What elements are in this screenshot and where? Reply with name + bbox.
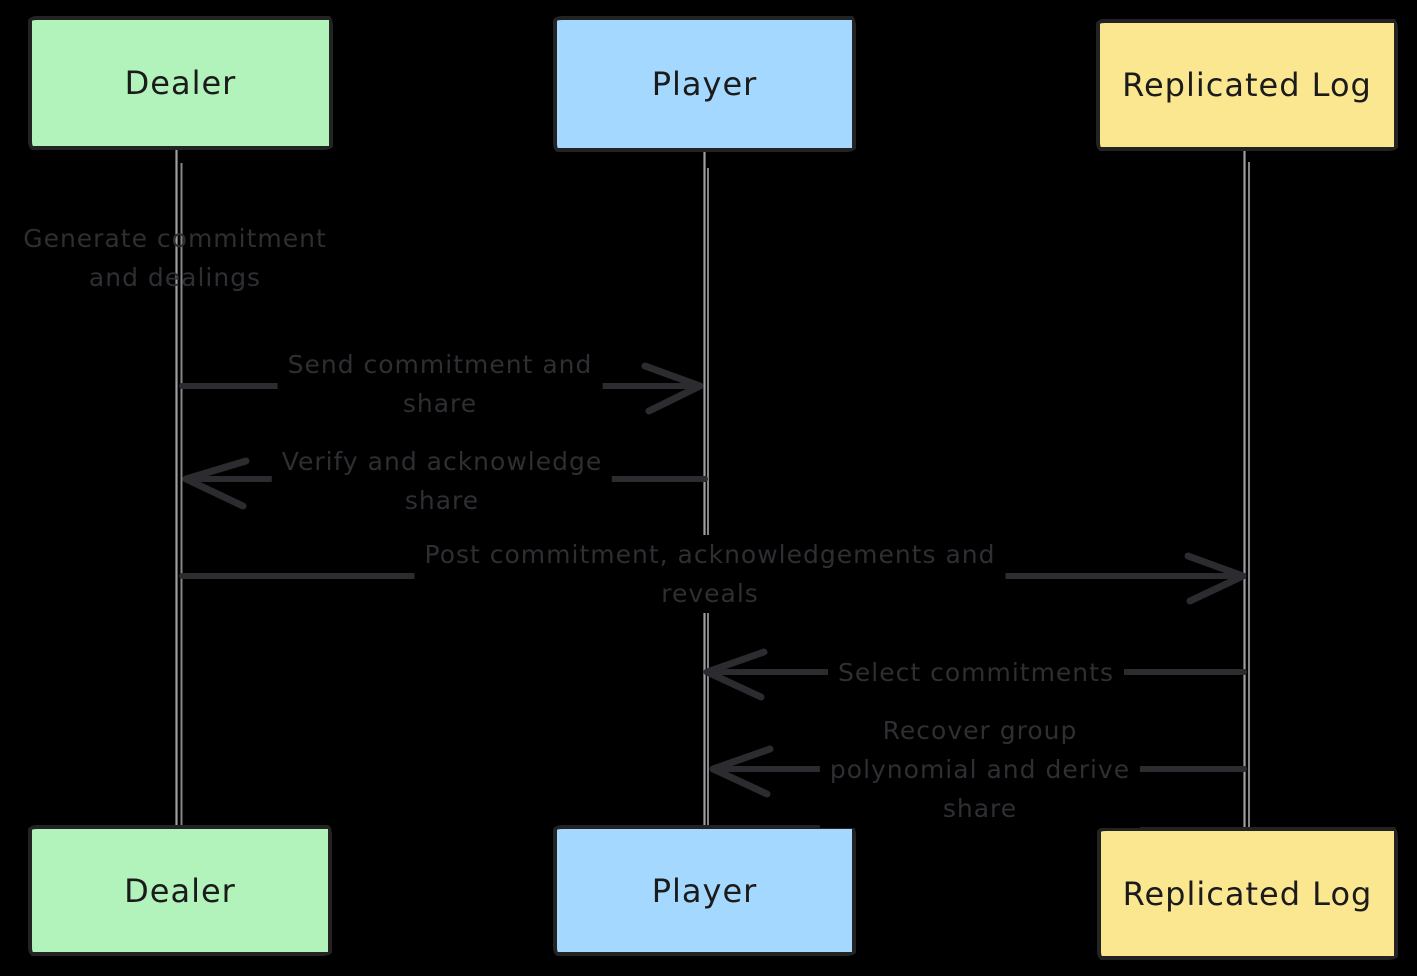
actor-box-player-top: Player (553, 16, 856, 152)
message-label-verify-acknowledge: Verify and acknowledge share (271, 442, 613, 520)
actor-box-dealer-top: Dealer (28, 16, 333, 150)
message-line: polynomial and derive (829, 755, 1131, 784)
send-commitment-arrowhead (641, 362, 704, 415)
note-generate-commitment: Generate commitment and dealings (23, 219, 327, 297)
message-line: Verify and acknowledge (281, 447, 603, 476)
recover-share-arrowhead (709, 745, 774, 798)
note-line: Generate commitment (23, 224, 327, 253)
lifelines (175, 150, 1250, 829)
message-line: share (402, 389, 478, 418)
message-line: share (942, 794, 1018, 823)
message-line: Select commitments (838, 658, 1114, 687)
actor-box-dealer-bottom: Dealer (28, 825, 332, 956)
message-label-send-commitment: Send commitment and share (277, 345, 603, 423)
verify-share-arrowhead (182, 457, 250, 510)
message-line: share (404, 486, 480, 515)
message-label-recover-polynomial: Recover group polynomial and derive shar… (819, 711, 1141, 828)
post-commitment-arrowhead (1184, 552, 1247, 605)
actor-box-replicated-log-top: Replicated Log (1096, 19, 1398, 151)
message-label-post-commitment: Post commitment, acknowledgements and re… (414, 535, 1006, 613)
note-line: and dealings (88, 263, 262, 292)
message-line: Recover group (882, 716, 1078, 745)
message-label-select-commitments: Select commitments (828, 653, 1124, 692)
actor-box-player-bottom: Player (553, 825, 856, 956)
message-line: reveals (661, 579, 759, 608)
select-commitments-arrowhead (703, 648, 768, 701)
message-line: Send commitment and (287, 350, 593, 379)
actor-box-replicated-log-bottom: Replicated Log (1097, 827, 1398, 960)
message-line: Post commitment, acknowledgements and (424, 540, 996, 569)
